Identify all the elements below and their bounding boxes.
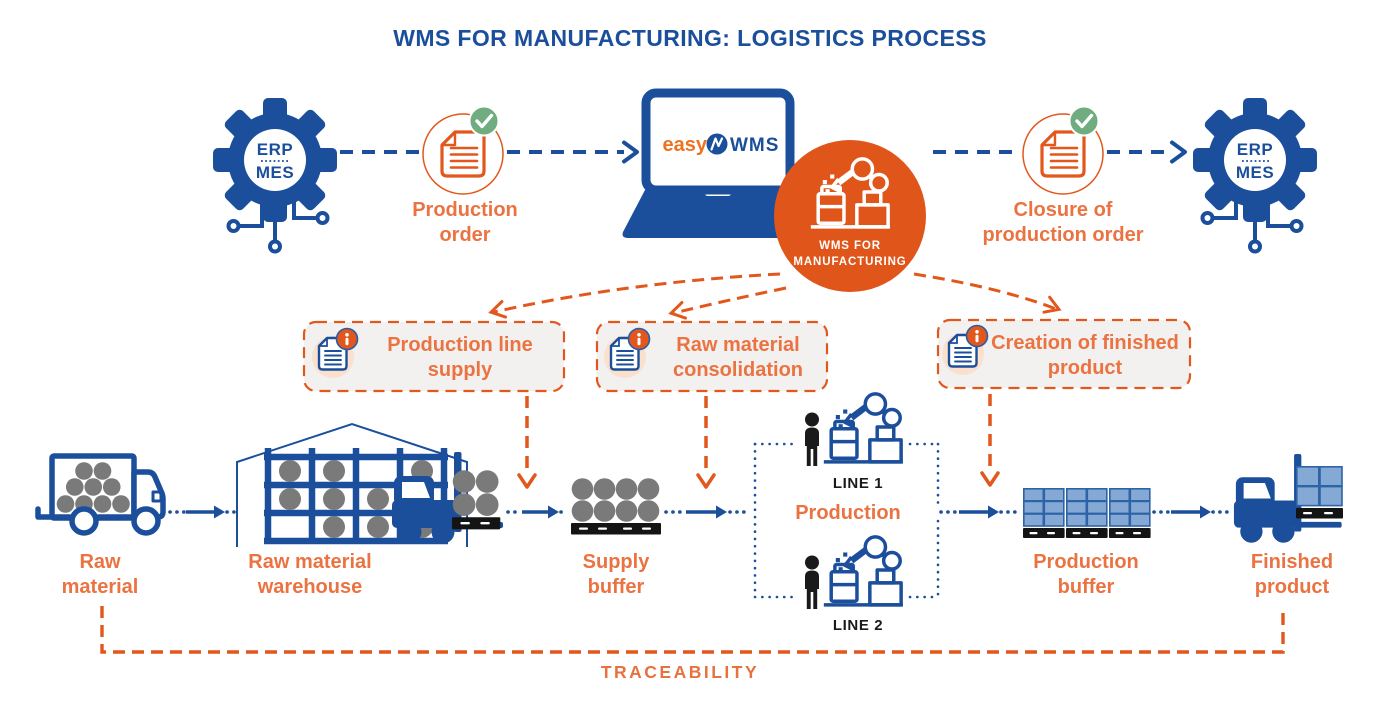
flow-arrows — [168, 505, 1230, 519]
box-load-icon — [1295, 465, 1344, 520]
flow-arrow-4 — [939, 505, 1019, 519]
finished-product-forklift: Finished product — [1233, 453, 1344, 598]
process-box-production-line-supply: Production line supply — [302, 320, 566, 393]
production-buffer: Production buffer — [1022, 487, 1152, 598]
pallet-boxes-icon — [1022, 487, 1066, 539]
production-label: Production — [795, 502, 901, 524]
pallet-drums-icon — [615, 478, 661, 535]
page-title: WMS FOR MANUFACTURING: LOGISTICS PROCESS — [393, 25, 987, 51]
raw-material-label-2: material — [62, 576, 139, 598]
supply-buffer-label-1: Supply — [583, 551, 651, 573]
document-check-icon — [1021, 104, 1105, 196]
easy-wms-logo: easy WMS — [663, 133, 779, 156]
dashed-arrow-to-erp-right — [1107, 140, 1187, 164]
production-dotted-box — [753, 442, 940, 599]
orange-circle — [774, 140, 926, 292]
flow-arrow-5 — [1152, 505, 1230, 519]
process-box-creation-finished-product: Creation of finished product — [936, 318, 1192, 390]
closure-step: Closure of production order — [982, 104, 1144, 246]
pallet-boxes-icon — [1065, 487, 1109, 539]
production-area: LINE 1 Production LINE 2 — [753, 394, 940, 634]
closure-label-2: production order — [982, 224, 1143, 246]
warehouse-label-1: Raw material — [248, 551, 371, 573]
flow-arrow-3 — [664, 505, 752, 519]
erp-mes-gear-right: ERP MES — [1191, 96, 1319, 254]
mes-label: MES — [1236, 163, 1274, 182]
pallet-drums-icon — [571, 478, 617, 535]
closure-label-1: Closure of — [1014, 199, 1113, 221]
box-label-1: Creation of finished — [991, 332, 1179, 354]
supply-forklift — [392, 452, 503, 544]
flow-arrow-2 — [506, 505, 569, 519]
worker-icon — [805, 555, 819, 609]
production-order-label-2: order — [439, 224, 490, 246]
box-label-1: Production line — [387, 334, 533, 356]
worker-icon — [805, 412, 819, 466]
finished-product-label-2: product — [1255, 576, 1330, 598]
raw-material-truck: Raw material — [35, 453, 166, 598]
traceability-label: TRACEABILITY — [601, 662, 759, 682]
robot-arm-icon — [824, 537, 903, 605]
traceability-line — [100, 606, 1285, 654]
easy-wms-laptop: easy WMS — [622, 88, 814, 238]
wms-circle-label-2: MANUFACTURING — [793, 256, 906, 268]
process-box-raw-material-consolidation: Raw material consolidation — [595, 320, 829, 393]
erp-mes-gear-left: ERP MES — [211, 96, 339, 254]
box-label-2: consolidation — [673, 359, 803, 381]
traceability: TRACEABILITY — [100, 606, 1285, 682]
wms-for-manufacturing-circle: WMS FOR MANUFACTURING — [774, 140, 926, 292]
logo-wms-text: WMS — [730, 135, 779, 156]
production-order-label-1: Production — [412, 199, 518, 221]
wms-dispatch-arrows — [488, 272, 1062, 320]
box-label-2: supply — [428, 359, 493, 381]
erp-label: ERP — [257, 140, 293, 159]
robot-arm-icon — [824, 394, 903, 462]
wms-circle-label-1: WMS FOR — [819, 240, 881, 252]
production-order-step: Production order — [412, 104, 518, 246]
pallet-boxes-icon — [1108, 487, 1152, 539]
raw-material-label-1: Raw — [79, 551, 121, 573]
production-buffer-label-2: buffer — [1058, 576, 1115, 598]
warehouse-label-2: warehouse — [257, 576, 362, 598]
laptop-base — [622, 190, 814, 238]
process-down-arrows — [517, 394, 1000, 489]
line1-label: LINE 1 — [833, 475, 883, 492]
flow-arrow-1 — [168, 505, 237, 519]
drum-load-icon — [452, 470, 501, 530]
dashed-arrow-to-laptop — [507, 140, 639, 164]
erp-label: ERP — [1237, 140, 1273, 159]
box-label-1: Raw material — [676, 334, 799, 356]
mes-label: MES — [256, 163, 294, 182]
supply-buffer: Supply buffer — [571, 478, 661, 598]
box-label-2: product — [1048, 357, 1123, 379]
finished-product-label-1: Finished — [1251, 551, 1333, 573]
logo-easy-text: easy — [663, 134, 708, 156]
document-check-icon — [421, 104, 505, 196]
supply-buffer-label-2: buffer — [588, 576, 645, 598]
production-buffer-label-1: Production — [1033, 551, 1139, 573]
line2-label: LINE 2 — [833, 617, 883, 634]
